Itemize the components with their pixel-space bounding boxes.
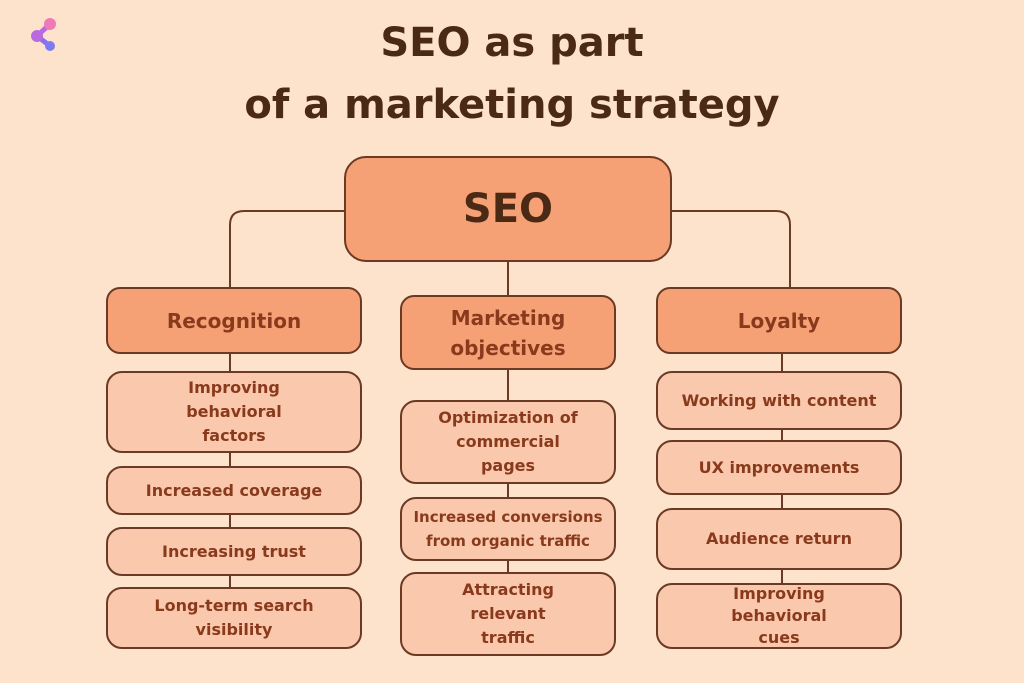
- connector-root-right: [672, 210, 791, 287]
- branch-header-recognition: Recognition: [106, 287, 362, 354]
- item-label: Long-term search visibility: [154, 596, 314, 639]
- item-improving-behavioral-factors: Improving behavioral factors: [106, 371, 362, 453]
- page-title: SEO as part of a marketing strategy: [0, 12, 1024, 136]
- network-logo-icon: [31, 18, 56, 51]
- item-ux-improvements: UX improvements: [656, 440, 902, 495]
- item-label: Optimization of commercial pages: [438, 408, 578, 475]
- title-line-1: SEO as part: [380, 20, 644, 66]
- item-label: UX improvements: [698, 457, 860, 477]
- item-label: Increasing trust: [162, 541, 306, 561]
- branch-header-marketing-objectives: Marketing objectives: [400, 295, 616, 370]
- item-attracting-relevant-traffic: Attracting relevant traffic: [400, 572, 616, 656]
- item-increased-coverage: Increased coverage: [106, 466, 362, 515]
- item-audience-return: Audience return: [656, 508, 902, 570]
- branch-label: Marketing objectives: [450, 305, 566, 360]
- item-label: Attracting relevant traffic: [462, 580, 554, 647]
- item-optimization-of-commercial-pages: Optimization of commercial pages: [400, 400, 616, 484]
- item-label: Improving behavioral factors: [186, 378, 282, 445]
- item-label: Increased conversions from organic traff…: [413, 508, 603, 550]
- branch-header-loyalty: Loyalty: [656, 287, 902, 354]
- item-label: Improving behavioral cues: [731, 584, 827, 647]
- connector-root-left: [229, 210, 344, 287]
- item-long-term-search-visibility: Long-term search visibility: [106, 587, 362, 649]
- item-improving-behavioral-cues: Improving behavioral cues: [656, 583, 902, 649]
- item-working-with-content: Working with content: [656, 371, 902, 430]
- item-increased-conversions-from-organic-traffic: Increased conversions from organic traff…: [400, 497, 616, 561]
- branch-label: Recognition: [166, 308, 302, 333]
- item-label: Audience return: [706, 529, 852, 548]
- root-node-seo: SEO: [344, 156, 672, 262]
- title-line-2: of a marketing strategy: [244, 82, 780, 128]
- branch-label: Loyalty: [737, 308, 821, 333]
- item-label: Working with content: [681, 390, 877, 410]
- item-label: Increased coverage: [145, 480, 323, 500]
- root-label: SEO: [462, 186, 554, 232]
- item-increasing-trust: Increasing trust: [106, 527, 362, 576]
